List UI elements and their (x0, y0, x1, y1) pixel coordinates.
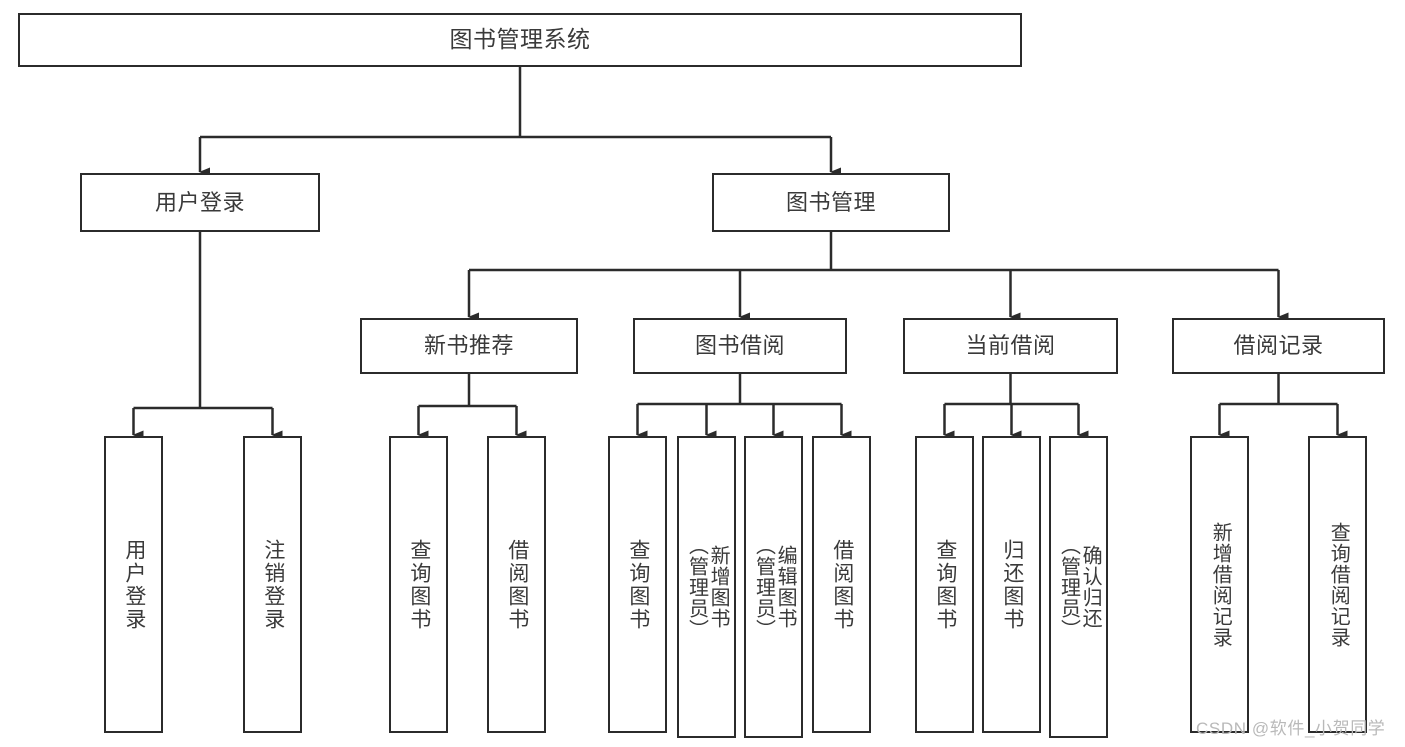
node-label: 借阅记录 (1233, 333, 1324, 359)
node-leaf-user-logout[interactable]: 注销登录 (243, 436, 302, 733)
node-book-borrow[interactable]: 图书借阅 (633, 318, 847, 374)
node-label: 图书管理 (785, 189, 876, 215)
node-label: 借阅图书 (830, 538, 854, 631)
node-leaf-user-login[interactable]: 用户登录 (104, 436, 163, 733)
node-label: 图书管理系统 (449, 26, 591, 53)
node-label: 当前借阅 (965, 333, 1056, 359)
edge-group (132, 67, 1348, 440)
node-borrow-record[interactable]: 借阅记录 (1172, 318, 1385, 374)
node-leaf-rec-borrow-book[interactable]: 借阅图书 (487, 436, 546, 733)
node-leaf-borrow-add-book[interactable]: 新增图书 （管理员） (677, 436, 736, 738)
node-label: 查询图书 (407, 538, 431, 631)
node-leaf-rec-query-book[interactable]: 查询图书 (389, 436, 448, 733)
node-leaf-current-return-book[interactable]: 归还图书 (982, 436, 1041, 733)
node-book-manage[interactable]: 图书管理 (712, 173, 950, 232)
node-user-login[interactable]: 用户登录 (80, 173, 320, 232)
node-label: 确认归还 （管理员） (1057, 534, 1102, 640)
node-new-book-rec[interactable]: 新书推荐 (360, 318, 578, 374)
node-label: 编辑图书 （管理员） (752, 534, 797, 640)
node-root[interactable]: 图书管理系统 (18, 13, 1022, 67)
node-label: 新增借阅记录 (1209, 521, 1232, 648)
node-leaf-borrow-edit-book[interactable]: 编辑图书 （管理员） (744, 436, 803, 738)
csdn-watermark: CSDN @软件_小贺同学 (1196, 719, 1386, 738)
node-current-borrow[interactable]: 当前借阅 (903, 318, 1118, 374)
node-label: 查询图书 (933, 538, 957, 631)
node-leaf-current-query-book[interactable]: 查询图书 (915, 436, 974, 733)
node-leaf-record-query[interactable]: 查询借阅记录 (1308, 436, 1367, 733)
node-leaf-borrow-query-book[interactable]: 查询图书 (608, 436, 667, 733)
node-label: 用户登录 (154, 189, 245, 215)
node-label: 用户登录 (122, 538, 146, 631)
node-label: 图书借阅 (694, 333, 785, 359)
node-label: 新书推荐 (423, 333, 514, 359)
node-label: 查询图书 (626, 538, 650, 631)
node-label: 新增图书 （管理员） (685, 534, 730, 640)
node-leaf-current-confirm-return[interactable]: 确认归还 （管理员） (1049, 436, 1108, 738)
node-label: 借阅图书 (505, 538, 529, 631)
node-leaf-record-add[interactable]: 新增借阅记录 (1190, 436, 1249, 733)
node-label: 归还图书 (1000, 538, 1024, 631)
node-label: 注销登录 (261, 538, 285, 631)
node-leaf-borrow-borrow-book[interactable]: 借阅图书 (812, 436, 871, 733)
node-label: 查询借阅记录 (1327, 521, 1350, 648)
